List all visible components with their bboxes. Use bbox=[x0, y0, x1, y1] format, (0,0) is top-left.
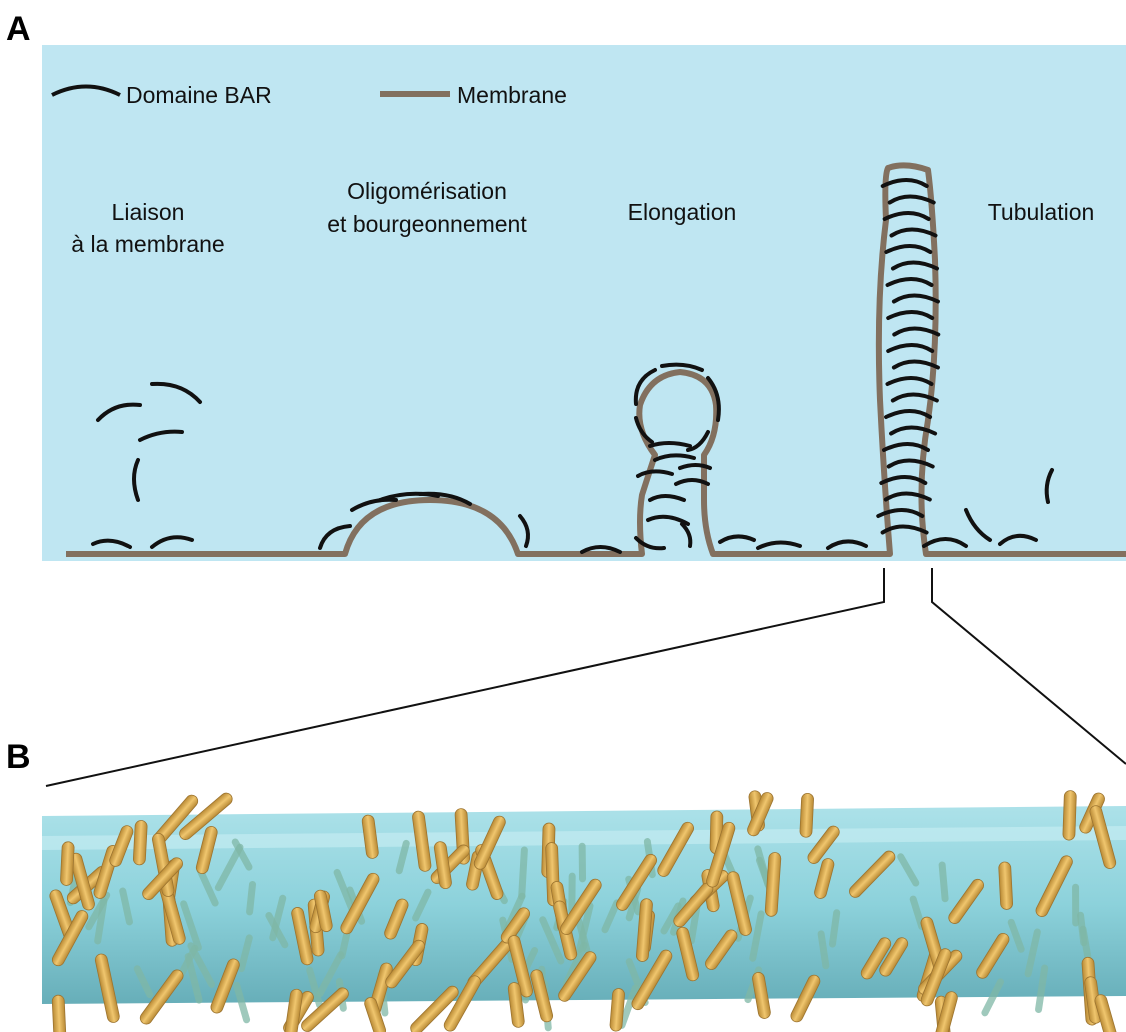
stage-label-oligomerisation-2: et bourgeonnement bbox=[327, 211, 527, 237]
zoom-line-left bbox=[46, 568, 884, 786]
protein-front bbox=[60, 842, 74, 886]
protein-front bbox=[998, 862, 1012, 910]
protein-back bbox=[579, 843, 586, 883]
stage-label-oligomerisation-1: Oligomérisation bbox=[347, 178, 507, 204]
stage-label-binding-1: Liaison bbox=[112, 199, 185, 225]
legend-bar-domain-label: Domaine BAR bbox=[126, 82, 272, 108]
legend-membrane-label: Membrane bbox=[457, 82, 567, 108]
protein-front bbox=[133, 820, 147, 865]
zoom-line-right bbox=[932, 568, 1126, 764]
stage-label-binding-2: à la membrane bbox=[71, 231, 224, 257]
tube-render bbox=[42, 790, 1126, 1032]
stage-label-tubulation: Tubulation bbox=[988, 199, 1095, 225]
panel-a-background bbox=[42, 45, 1126, 561]
protein-front bbox=[800, 793, 814, 837]
protein-front bbox=[1063, 790, 1077, 840]
protein-front bbox=[52, 995, 67, 1032]
zoom-lines bbox=[46, 568, 1126, 786]
stage-label-elongation: Elongation bbox=[628, 199, 737, 225]
